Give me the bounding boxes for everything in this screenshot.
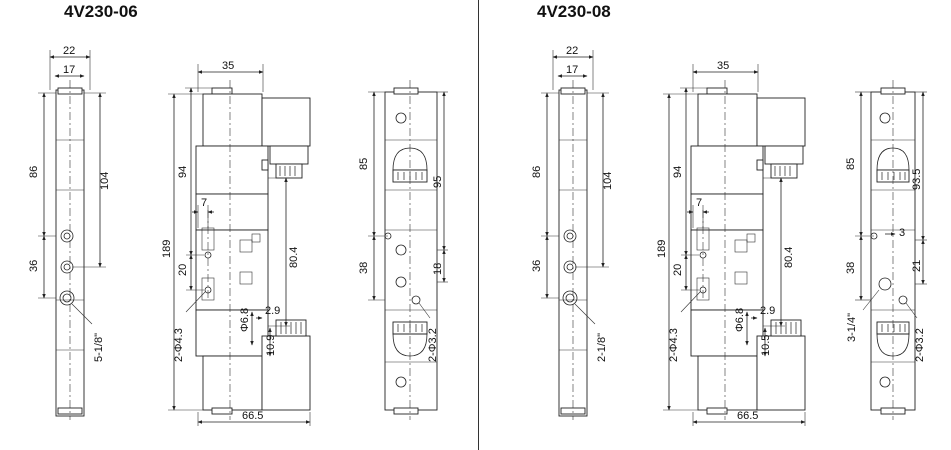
port-label: 2-1/8" (596, 333, 608, 362)
dim-85: 85 (845, 158, 857, 170)
dim-20: 20 (177, 264, 189, 276)
dim-104: 104 (602, 172, 614, 190)
dim-2-9: 2.9 (265, 305, 280, 317)
dim-66-5: 66.5 (737, 410, 758, 422)
end-view: 85 38 93.5 21 3 3-1/4" 2-Φ3.2 (845, 80, 927, 420)
dim-35: 35 (222, 60, 234, 72)
dim-38: 38 (845, 262, 857, 274)
dim-width-inner: 17 (63, 64, 75, 76)
dim-86: 86 (531, 166, 543, 178)
dim-85: 85 (358, 158, 370, 170)
hole-label: 2-Φ3.2 (427, 328, 439, 362)
dim-189: 189 (161, 240, 173, 258)
dim-93-5: 93.5 (911, 169, 923, 190)
side-view: 22 17 86 36 104 5-1 (28, 45, 111, 420)
dim-18: 18 (432, 263, 444, 275)
dim-phi-6-8: Φ6.8 (734, 308, 746, 332)
model-title-left: 4V230-06 (64, 2, 138, 21)
dim-38: 38 (358, 262, 370, 274)
dim-80-4: 80.4 (783, 247, 795, 268)
end-view: 85 38 95 18 2-Φ3.2 (358, 80, 448, 420)
dim-94: 94 (672, 166, 684, 178)
dim-phi-6-8: Φ6.8 (239, 308, 251, 332)
dim-width-outer: 22 (63, 45, 75, 57)
dim-width-outer: 22 (566, 45, 578, 57)
dim-width-inner: 17 (566, 64, 578, 76)
hole-label: 2-Φ4.3 (668, 328, 680, 362)
dim-10-5: 10.5 (760, 335, 772, 356)
dim-21: 21 (911, 260, 923, 272)
dim-189: 189 (656, 240, 668, 258)
hole-label: 2-Φ4.3 (173, 328, 185, 362)
dim-95: 95 (432, 176, 444, 188)
dim-80-4: 80.4 (288, 247, 300, 268)
dim-20: 20 (672, 264, 684, 276)
front-view: 35 (161, 60, 311, 426)
panel-divider (478, 0, 479, 450)
dim-10-9: 10.9 (265, 335, 277, 356)
port-label-2: 3-1/4" (846, 313, 858, 342)
dim-36: 36 (28, 260, 40, 272)
dim-94: 94 (177, 166, 189, 178)
side-view: 22 17 86 36 104 2-1 (531, 45, 614, 420)
dim-2-9: 2.9 (760, 305, 775, 317)
port-label: 5-1/8" (93, 333, 105, 362)
dim-35: 35 (717, 60, 729, 72)
dim-3: 3 (899, 227, 905, 239)
model-title-right: 4V230-08 (537, 2, 611, 21)
hole-label: 2-Φ3.2 (914, 328, 926, 362)
dim-104: 104 (99, 172, 111, 190)
dim-36: 36 (531, 260, 543, 272)
dim-86: 86 (28, 166, 40, 178)
dim-66-5: 66.5 (242, 410, 263, 422)
drawing-4v230-06: 22 17 86 36 104 5-1 (28, 45, 448, 426)
dim-7: 7 (201, 197, 207, 209)
drawing-4v230-08: 22 17 86 36 104 2-1 (531, 45, 927, 426)
dim-7: 7 (696, 197, 702, 209)
front-view: 35 (656, 60, 806, 426)
